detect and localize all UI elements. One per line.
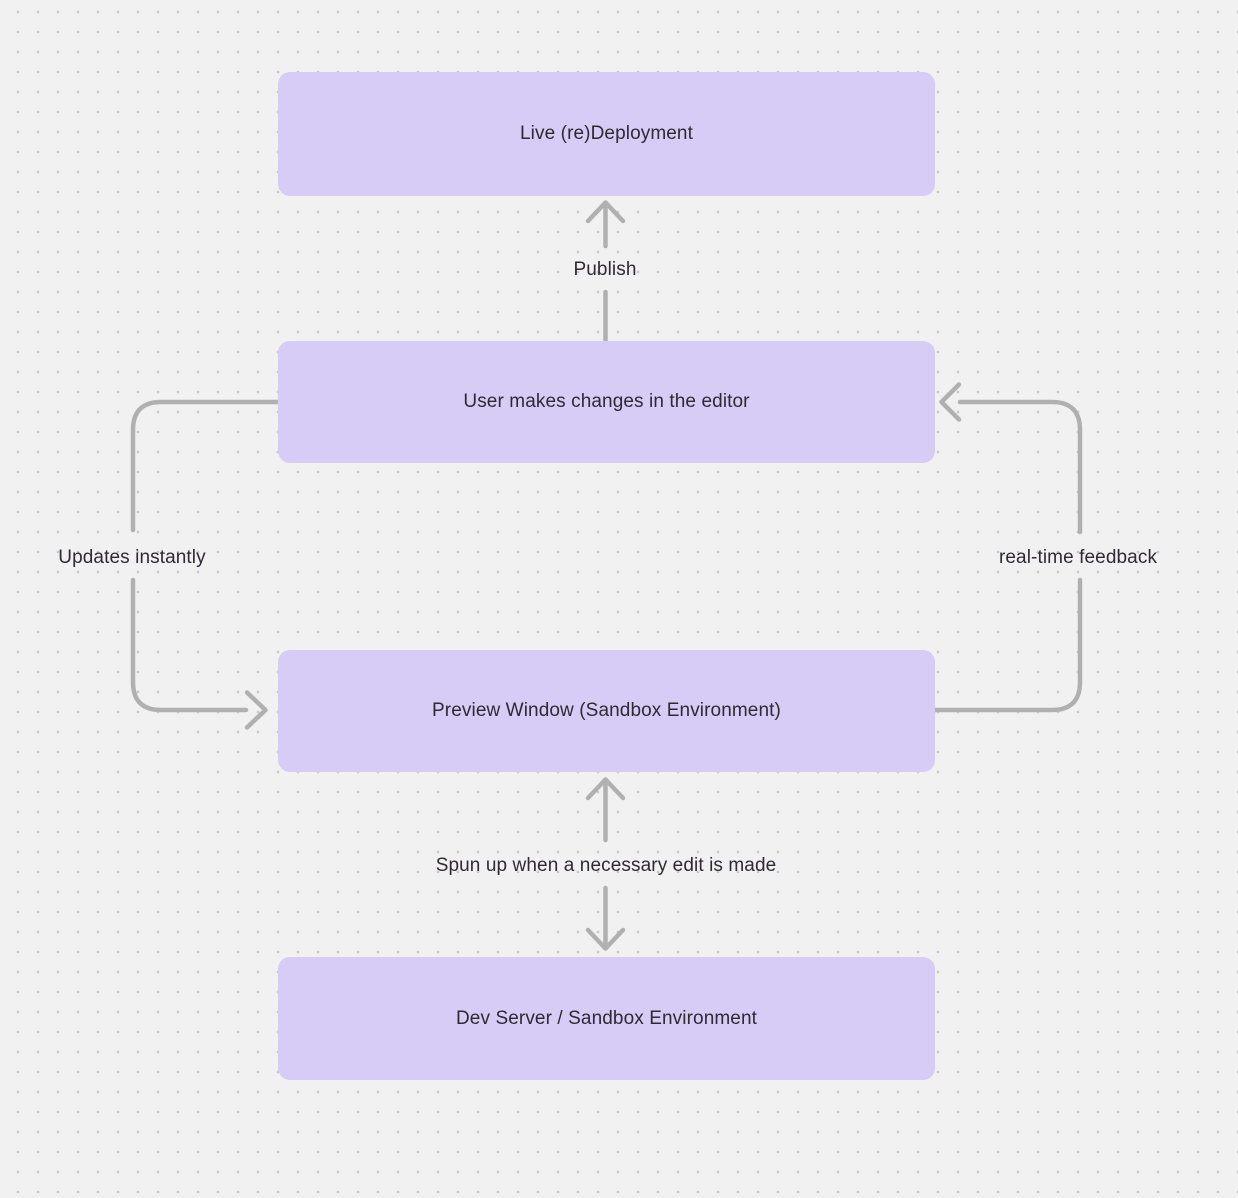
edge-label-spun-up: Spun up when a necessary edit is made <box>435 855 777 876</box>
edge-label-real-time-feedback: real-time feedback <box>998 547 1158 568</box>
node-preview-window-label: Preview Window (Sandbox Environment) <box>432 700 781 721</box>
edge-updates-instantly-arrow <box>130 399 281 730</box>
node-user-editor-label: User makes changes in the editor <box>463 391 750 412</box>
node-live-deployment[interactable]: Live (re)Deployment <box>278 72 935 196</box>
node-preview-window[interactable]: Preview Window (Sandbox Environment) <box>278 650 935 772</box>
edge-label-publish: Publish <box>573 259 637 280</box>
node-live-deployment-label: Live (re)Deployment <box>520 123 693 144</box>
node-dev-server-label: Dev Server / Sandbox Environment <box>455 1007 757 1029</box>
edge-publish-arrow <box>585 200 626 344</box>
edge-real-time-feedback-arrow <box>932 382 1083 713</box>
edge-spun-up-arrow <box>585 777 626 951</box>
node-dev-server[interactable]: Dev Server / Sandbox Environment <box>278 957 935 1080</box>
node-user-editor[interactable]: User makes changes in the editor <box>278 341 935 463</box>
edge-label-updates-instantly: Updates instantly <box>58 547 206 568</box>
